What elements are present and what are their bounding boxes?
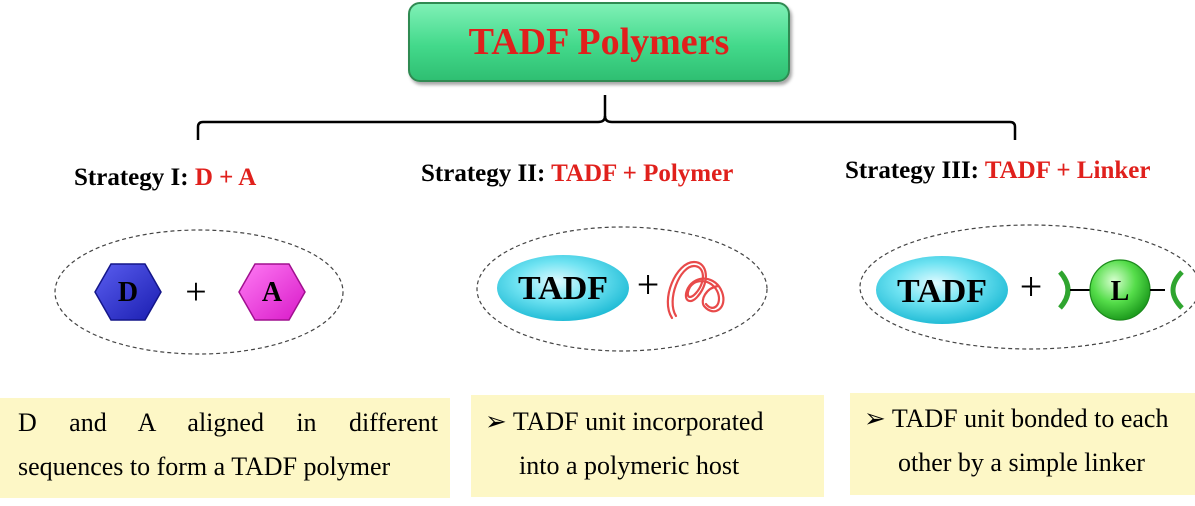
tadf-label-2: TADF bbox=[518, 270, 608, 307]
title-box: TADF Polymers bbox=[408, 2, 790, 82]
strategy-3-prefix: Strategy III: bbox=[845, 157, 985, 184]
plus-sign-2: + bbox=[637, 262, 660, 307]
strategy-3-description-line-2: other by a simple linker bbox=[898, 448, 1145, 477]
strategy-1-heading: Strategy I: D + A bbox=[74, 164, 256, 192]
strategy-3-highlight: TADF + Linker bbox=[984, 157, 1151, 184]
strategy-3-heading: Strategy III: TADF + Linker bbox=[845, 157, 1195, 185]
acceptor-label: A bbox=[262, 277, 283, 308]
strategy-2-prefix: Strategy II: bbox=[421, 160, 552, 187]
polymer-coil-icon bbox=[666, 260, 725, 320]
strategy-2-description: ➢ TADF unit incorporated into a polymeri… bbox=[471, 395, 824, 497]
strategy-1-description-line-1: D and A aligned in different bbox=[18, 408, 438, 437]
donor-label: D bbox=[118, 277, 138, 308]
strategy-1-ellipse bbox=[54, 229, 344, 355]
strategy-1-highlight: D + A bbox=[194, 164, 257, 191]
strategy-2-ellipse bbox=[476, 226, 768, 352]
strategy-2-heading: Strategy II: TADF + Polymer bbox=[421, 160, 733, 188]
acceptor-hexagon bbox=[238, 263, 306, 321]
plus-sign-3: + bbox=[1020, 264, 1043, 309]
tadf-ellipse-2 bbox=[497, 255, 629, 321]
diagram-title: TADF Polymers bbox=[468, 21, 730, 63]
strategy-1-description: D and A aligned in different sequences t… bbox=[0, 398, 450, 498]
strategy-3-description: ➢ TADF unit bonded to each other by a si… bbox=[850, 393, 1195, 495]
strategy-1-description-line-2: sequences to form a TADF polymer bbox=[18, 452, 391, 481]
strategy-2-description-line-2: into a polymeric host bbox=[519, 451, 740, 480]
donor-hexagon bbox=[94, 263, 162, 321]
linker-icon bbox=[1058, 259, 1184, 321]
strategy-3-description-line-1: ➢ TADF unit bonded to each bbox=[864, 404, 1169, 433]
plus-sign-1: + bbox=[185, 271, 206, 313]
linker-label: L bbox=[1111, 276, 1130, 307]
strategy-3-ellipse bbox=[859, 224, 1195, 350]
bracket-connector bbox=[196, 95, 1017, 140]
strategy-1-prefix: Strategy I: bbox=[74, 164, 195, 191]
tadf-ellipse-3 bbox=[876, 256, 1008, 324]
strategy-2-description-line-1: ➢ TADF unit incorporated bbox=[485, 407, 764, 436]
strategy-2-highlight: TADF + Polymer bbox=[551, 160, 734, 187]
tadf-label-3: TADF bbox=[897, 273, 987, 310]
